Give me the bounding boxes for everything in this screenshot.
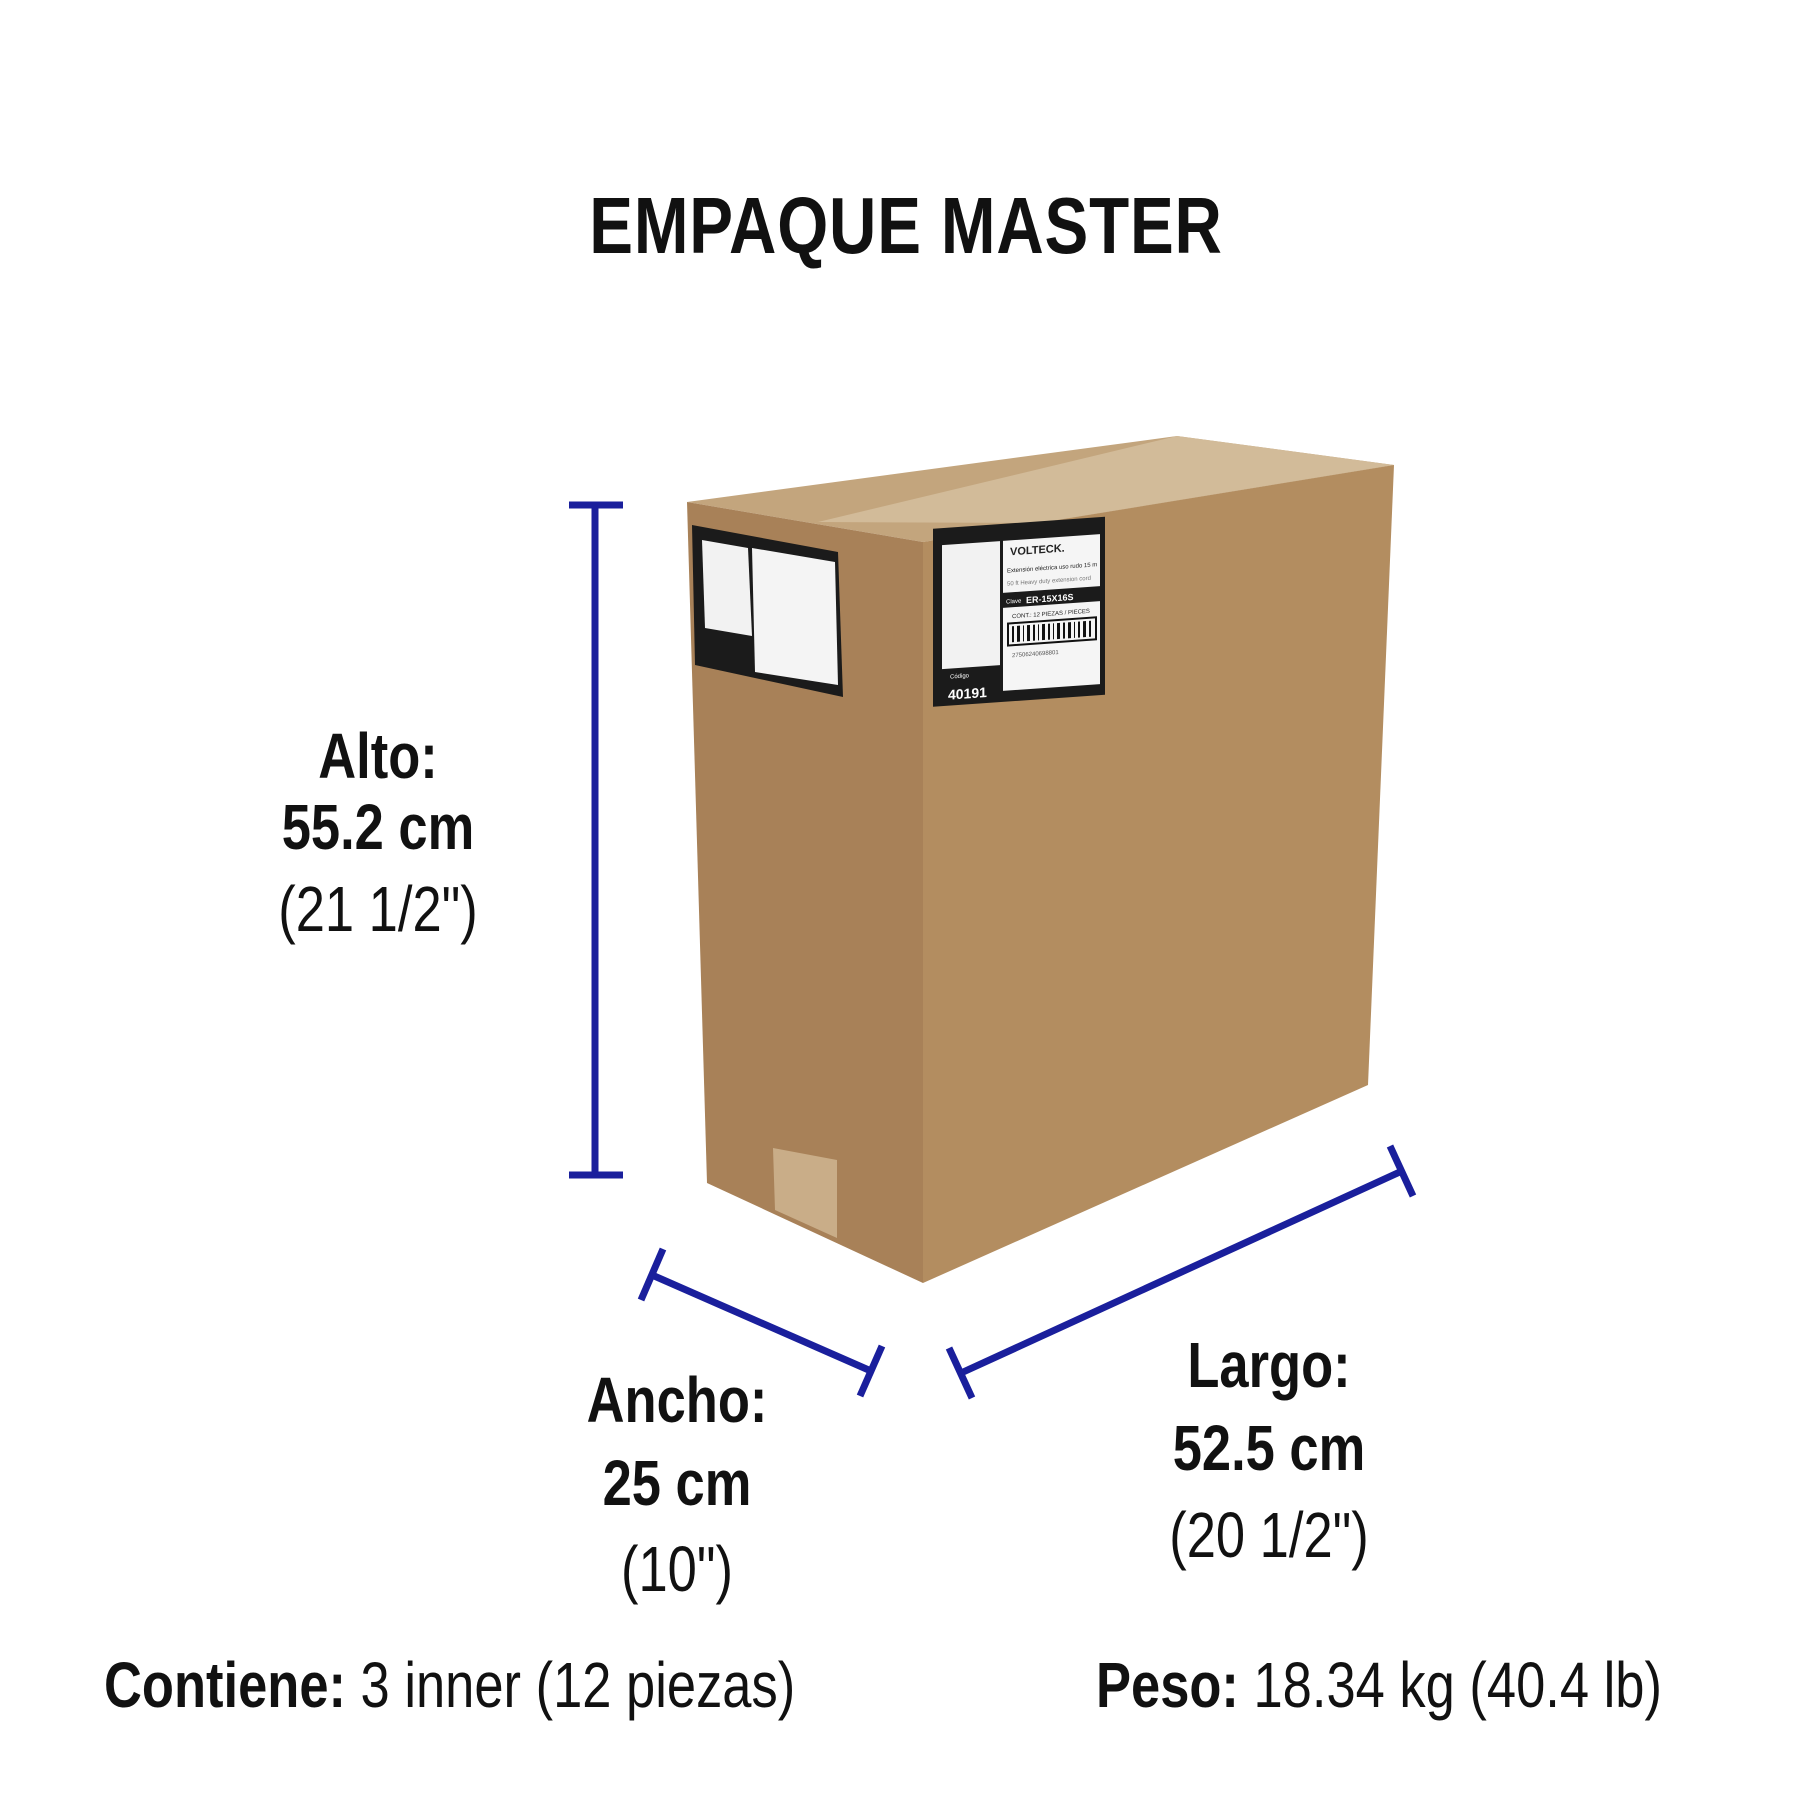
label-description-en: 50 ft Heavy duty extension cord: [1007, 576, 1091, 588]
weight-label: Peso:: [1096, 1649, 1239, 1721]
ancho-imperial: (10"): [621, 1533, 733, 1605]
label-cont: CONT.: 12 PIEZAS / PIECES: [1012, 609, 1090, 620]
side-product-label: [692, 525, 843, 697]
weight-value: 18.34 kg (40.4 lb): [1253, 1649, 1662, 1721]
largo-metric: 52.5 cm: [1172, 1412, 1366, 1484]
label-clave-label: Clave: [1006, 599, 1022, 606]
weight-info: Peso: 18.34 kg (40.4 lb): [1096, 1653, 1662, 1717]
front-product-label: VOLTECK. Extensión eléctrica uso rudo 15…: [933, 516, 1105, 707]
label-codigo: 40191: [948, 684, 987, 703]
contents-value: 3 inner (12 piezas): [360, 1649, 796, 1721]
width-dimension-line: [637, 1247, 886, 1398]
label-codigo-label: Código: [950, 673, 970, 680]
contents-label: Contiene:: [104, 1649, 346, 1721]
contents-info: Contiene: 3 inner (12 piezas): [104, 1653, 795, 1717]
height-dimension-line: [569, 501, 623, 1179]
label-clave: ER-15X16S: [1026, 592, 1073, 605]
largo-label: Largo:: [1187, 1329, 1351, 1401]
largo-imperial: (20 1/2"): [1169, 1499, 1369, 1571]
ancho-metric: 25 cm: [602, 1447, 752, 1519]
box-tape-top: [818, 436, 1394, 523]
alto-label: Alto:: [318, 720, 438, 792]
brand-logo: VOLTECK.: [1010, 543, 1065, 559]
length-dimension-line: [945, 1144, 1417, 1400]
barcode: [1007, 616, 1097, 647]
alto-metric: 55.2 cm: [281, 791, 475, 863]
page-title: EMPAQUE MASTER: [589, 181, 1223, 270]
alto-imperial: (21 1/2"): [278, 873, 478, 945]
box-left-face: [687, 502, 923, 1283]
box-tape-bottom: [773, 1148, 837, 1238]
barcode-number: 27506240698801: [1012, 650, 1059, 659]
ancho-label: Ancho:: [586, 1364, 768, 1436]
